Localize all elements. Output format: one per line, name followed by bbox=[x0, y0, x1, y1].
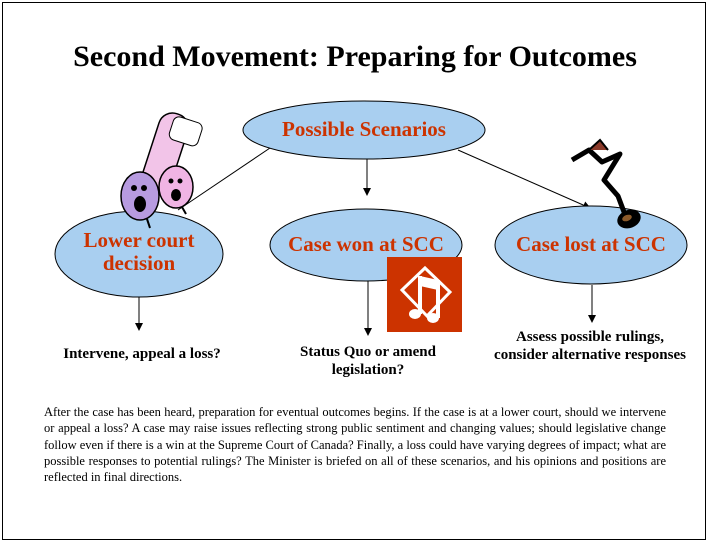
slide-title: Second Movement: Preparing for Outcomes bbox=[73, 40, 637, 73]
outcome-won: Status Quo or amend legislation? bbox=[300, 344, 436, 378]
singing-pills-clipart bbox=[120, 112, 203, 229]
outcome-lower-court: Intervene, appeal a loss? bbox=[63, 346, 221, 362]
root-node-label: Possible Scenarios bbox=[282, 117, 446, 141]
scenario-label-lost: Case lost at SCC bbox=[516, 232, 666, 256]
music-note-clipart bbox=[570, 138, 641, 229]
root-node-ellipse bbox=[242, 100, 486, 160]
connector-root-lower bbox=[177, 147, 271, 211]
scenario-label-won: Case won at SCC bbox=[288, 232, 444, 256]
outcome-lost: Assess possible rulings, consider altern… bbox=[494, 329, 686, 363]
scenario-label-lower-court: Lower court decision bbox=[83, 228, 195, 276]
connector-root-lost bbox=[457, 149, 591, 209]
music-note-tile-icon bbox=[387, 257, 462, 332]
scenario-node-ellipse bbox=[494, 205, 688, 285]
body-paragraph: After the case has been heard, preparati… bbox=[44, 405, 666, 484]
